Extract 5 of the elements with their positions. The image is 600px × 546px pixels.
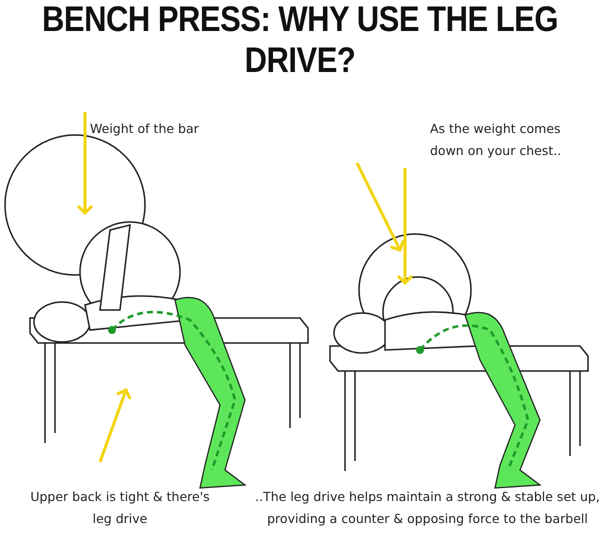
annotation-text: As the weight comes down on your chest..	[430, 120, 562, 160]
annotation-text: Weight of the bar	[90, 120, 200, 138]
title: BENCH PRESS: WHY USE THE LEG DRIVE?	[41, 0, 559, 82]
annotation-text: Upper back is tight & there's leg drive	[29, 488, 211, 528]
annotation-text: ..The leg drive helps maintain a strong & stable set up, providing a counter & opposing force to the barbell	[255, 488, 600, 528]
